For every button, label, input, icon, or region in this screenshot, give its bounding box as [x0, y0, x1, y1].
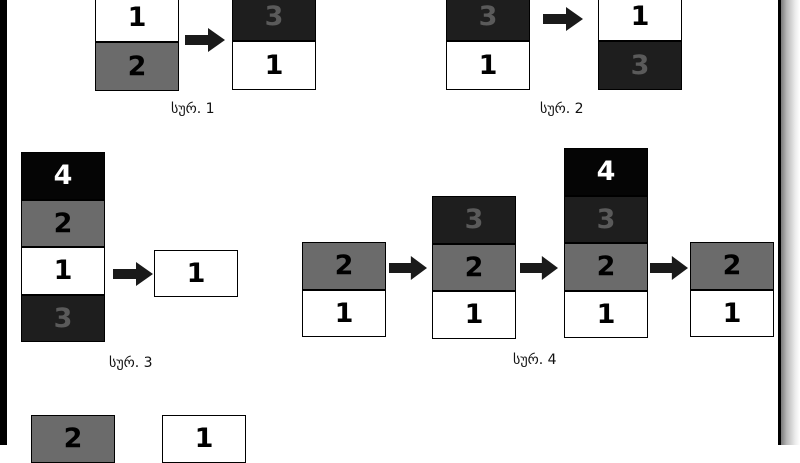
right-arrow-icon: [543, 7, 583, 31]
block-1: 1: [432, 291, 516, 339]
block-2: 2: [432, 243, 516, 291]
block-1: 1: [21, 247, 105, 295]
block-3: 3: [564, 195, 648, 243]
block-1: 1: [95, 0, 179, 42]
figure-4-caption: სურ. 4: [513, 352, 557, 368]
block-1: 1: [232, 41, 316, 90]
frame-border-right: [778, 0, 781, 445]
block-4: 4: [21, 152, 105, 200]
block-3: 3: [432, 196, 516, 244]
block-1: 1: [154, 250, 238, 297]
figure-3-caption: სურ. 3: [109, 355, 153, 371]
block-1: 1: [162, 415, 246, 463]
right-arrow-icon: [520, 256, 558, 280]
right-arrow-icon: [389, 256, 427, 280]
block-1: 1: [690, 289, 774, 337]
block-2: 2: [95, 42, 179, 91]
block-4: 4: [564, 148, 648, 196]
block-3: 3: [598, 41, 682, 90]
figure-1-caption: სურ. 1: [171, 101, 215, 117]
block-1: 1: [598, 0, 682, 41]
block-3: 3: [446, 0, 530, 41]
block-2: 2: [31, 415, 115, 463]
right-arrow-icon: [113, 262, 153, 286]
block-1: 1: [302, 289, 386, 337]
figure-2-caption: სურ. 2: [540, 101, 584, 117]
frame-border-left: [0, 0, 7, 445]
block-2: 2: [302, 242, 386, 290]
block-3: 3: [21, 294, 105, 342]
block-2: 2: [21, 199, 105, 247]
block-1: 1: [564, 290, 648, 338]
block-2: 2: [564, 243, 648, 291]
block-2: 2: [690, 242, 774, 290]
right-arrow-icon: [650, 256, 688, 280]
block-3: 3: [232, 0, 316, 41]
block-1: 1: [446, 41, 530, 90]
right-arrow-icon: [185, 28, 225, 52]
frame-shadow: [781, 0, 800, 445]
